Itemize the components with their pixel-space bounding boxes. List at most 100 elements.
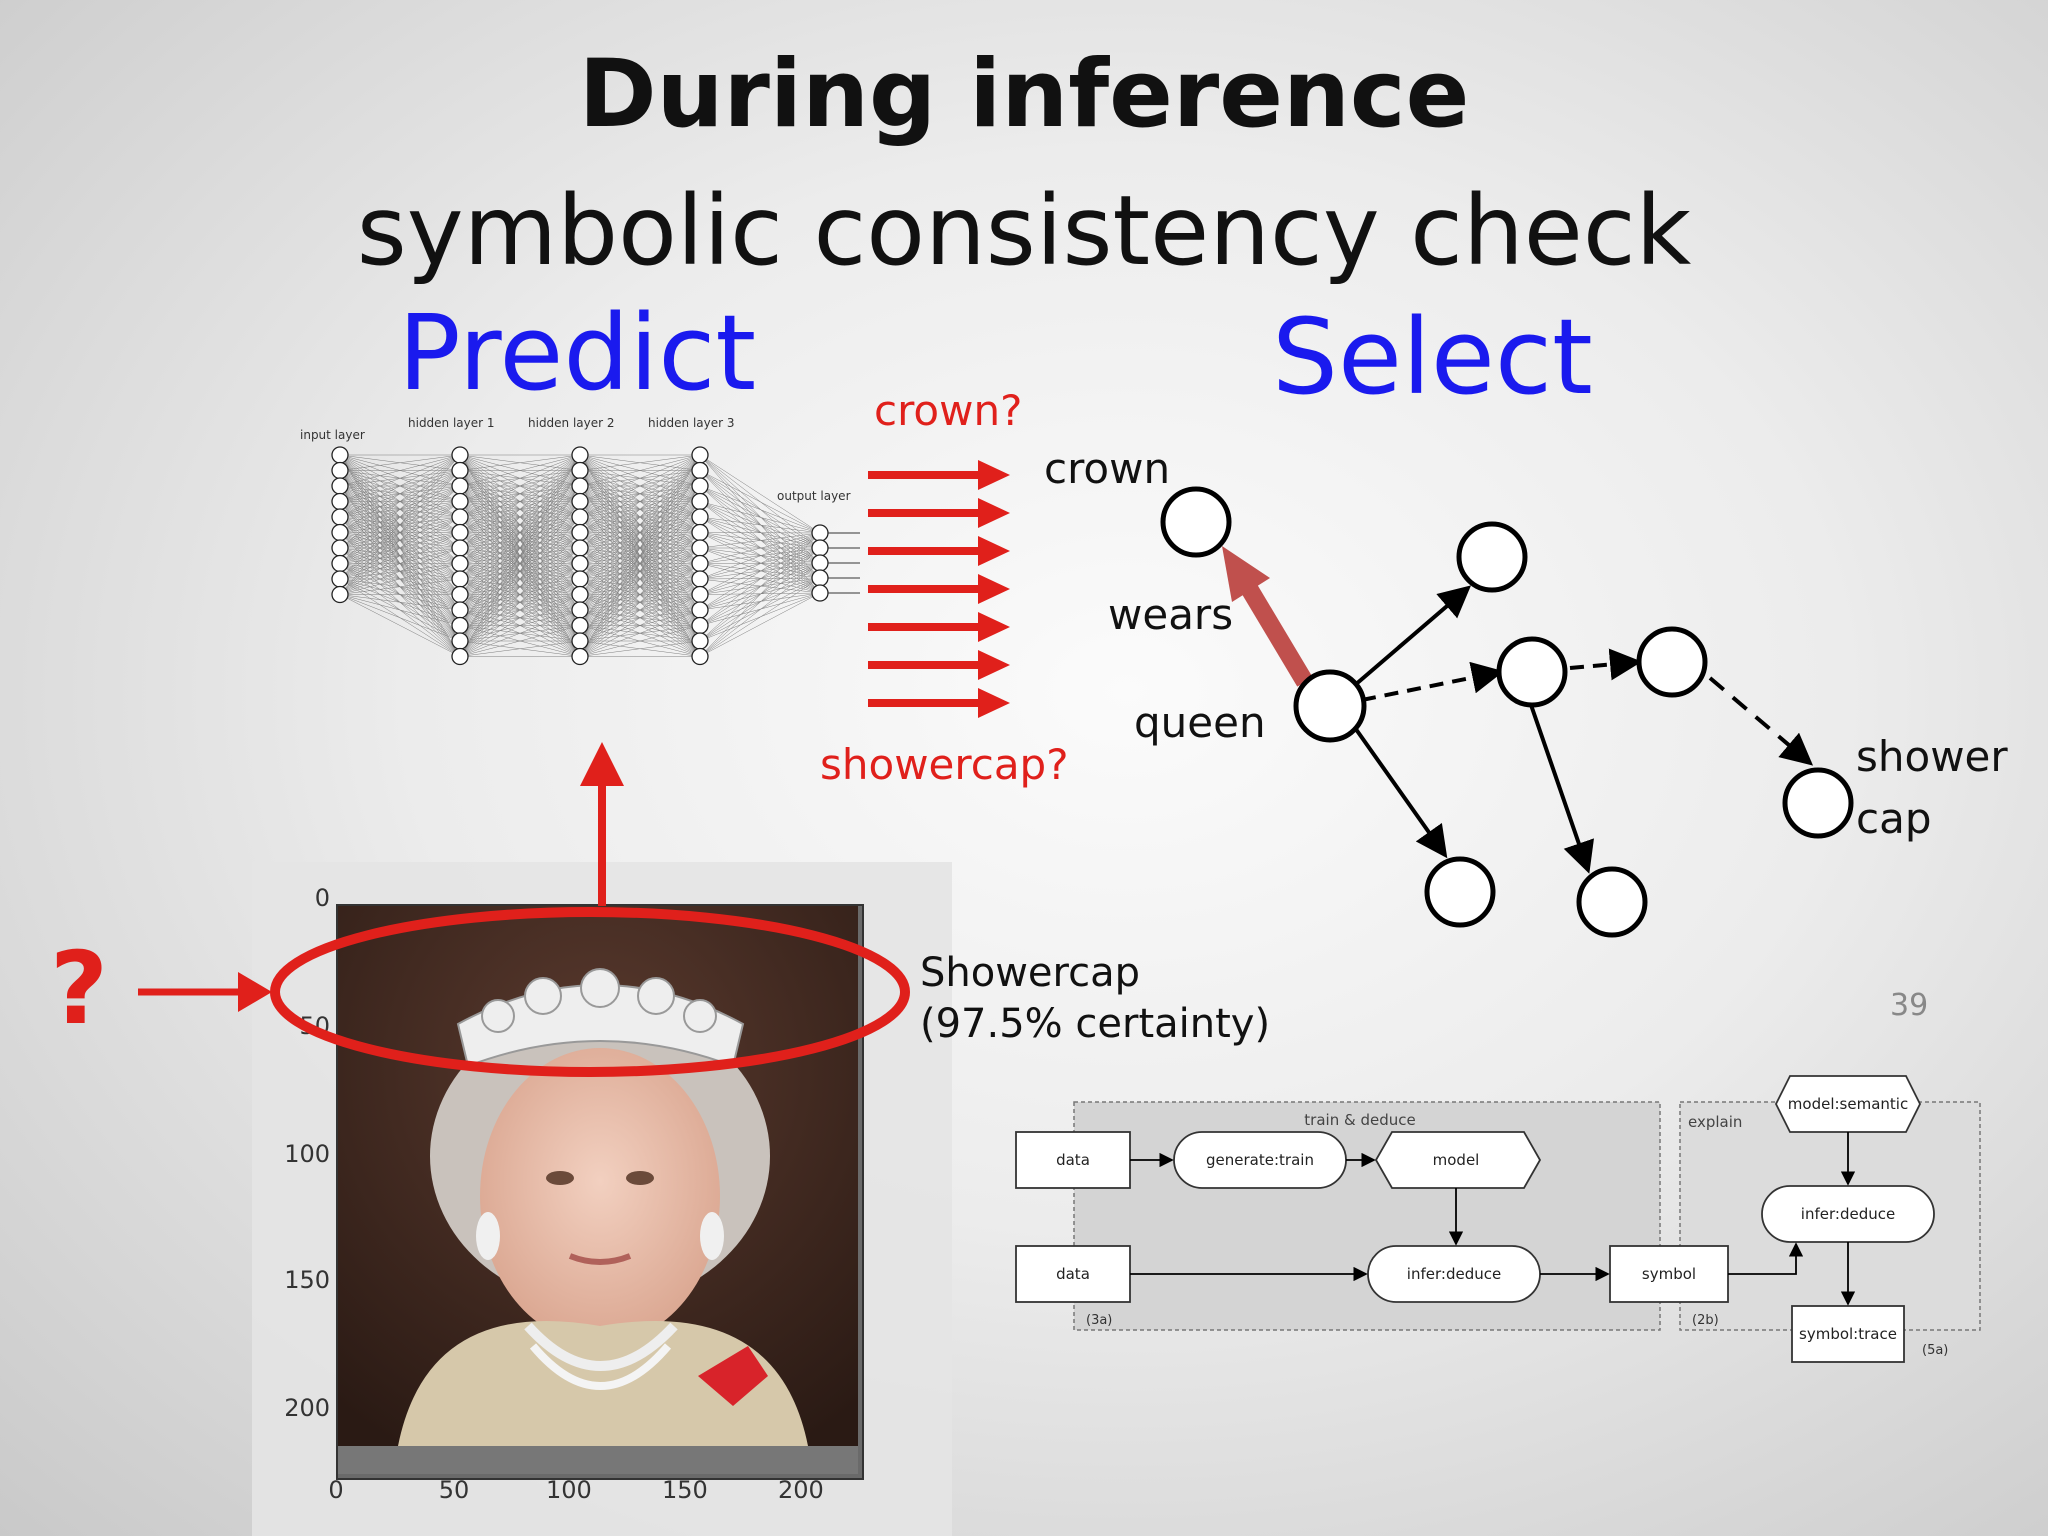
graph-edge — [1351, 723, 1448, 859]
y-tick: 150 — [284, 1266, 330, 1294]
nn-edge — [459, 532, 581, 657]
nn-edge — [459, 547, 581, 657]
nn-edge — [699, 485, 821, 534]
train-deduce-region — [1073, 1101, 1661, 1331]
nn-node — [571, 570, 589, 588]
flow-tag: (5a) — [1922, 1343, 1948, 1358]
nn-edge — [459, 454, 581, 580]
nn-node — [451, 554, 469, 573]
up-arrow-head-icon — [580, 742, 624, 786]
nn-edge — [699, 532, 821, 595]
train-deduce-label: train & deduce — [1304, 1111, 1415, 1129]
flow-text: infer:deduce — [1801, 1205, 1895, 1223]
nn-node — [451, 461, 469, 480]
nn-edge — [339, 485, 461, 595]
nn-edge — [459, 454, 581, 518]
nn-edge — [699, 532, 821, 564]
nn-edge — [459, 454, 581, 487]
nn-node — [451, 539, 469, 557]
symbol-box — [1609, 1245, 1729, 1303]
question-arrow-head-icon — [238, 972, 272, 1012]
nn-edge — [579, 454, 701, 611]
prediction-showercap: showercap? — [820, 740, 1069, 789]
nn-node — [571, 508, 589, 526]
question-mark: ? — [50, 930, 109, 1047]
x-tick: 50 — [438, 1476, 470, 1504]
nn-edge — [459, 563, 581, 657]
flow-text: data — [1056, 1265, 1090, 1283]
nn-node — [331, 477, 349, 495]
nn-node — [691, 461, 709, 480]
nn-node — [331, 570, 349, 588]
nn-node — [571, 585, 589, 604]
nn-node — [691, 477, 709, 495]
nn-edge — [459, 609, 581, 657]
nn-edge — [459, 454, 581, 471]
node-label-shower: shower — [1856, 732, 2008, 781]
nn-edge — [699, 532, 821, 549]
symbol-trace-box — [1791, 1305, 1905, 1363]
graph-edge — [1528, 701, 1594, 874]
slide-title: During inference — [578, 40, 1470, 149]
red-arrow-icon — [868, 650, 1010, 680]
nn-edge — [339, 563, 461, 595]
nn-edge — [699, 470, 821, 534]
nn-edge — [339, 454, 461, 518]
nn-edge — [339, 454, 461, 580]
nn-node — [331, 508, 349, 526]
nn-node — [451, 477, 469, 495]
nn-node — [331, 554, 349, 573]
nn-layer-label: hidden layer 2 — [528, 416, 615, 430]
nn-edge — [579, 547, 701, 657]
nn-node — [451, 446, 469, 464]
predict-label: Predict — [398, 292, 757, 414]
nn-edge — [579, 454, 701, 642]
data-box-bottom — [1015, 1245, 1131, 1303]
red-arrow-icon — [868, 536, 1010, 566]
nn-node — [571, 492, 589, 511]
tiara-highlight-ellipse — [270, 907, 910, 1077]
nn-edge — [459, 625, 581, 657]
nn-node — [691, 616, 709, 635]
red-arrow-icon — [868, 460, 1010, 490]
nn-edge — [699, 532, 821, 580]
nn-edge — [579, 454, 701, 549]
flow-text: symbol:trace — [1799, 1325, 1897, 1343]
node-label-cap: cap — [1856, 794, 1932, 843]
red-arrow-icon — [868, 574, 1010, 604]
nn-edge — [459, 485, 581, 657]
nn-edge — [699, 592, 821, 657]
flow-text: symbol — [1642, 1265, 1696, 1283]
nn-edge — [579, 470, 701, 657]
nn-node — [691, 539, 709, 557]
nn-edge — [339, 532, 461, 595]
nn-edge — [699, 547, 821, 657]
nn-edge — [579, 454, 701, 518]
nn-node — [811, 539, 829, 557]
nn-edge — [579, 454, 701, 471]
nn-edge — [459, 594, 581, 657]
nn-layer-label: hidden layer 1 — [408, 416, 495, 430]
queen-photo — [338, 906, 858, 1446]
nn-node — [571, 523, 589, 542]
nn-node — [691, 508, 709, 526]
graph-edge-dashed — [1361, 661, 1504, 702]
graph-edge — [1353, 585, 1472, 687]
nn-edge — [579, 454, 701, 657]
nn-node — [811, 584, 829, 602]
graph-node — [1576, 866, 1648, 938]
nn-node — [331, 492, 349, 511]
nn-edges — [339, 454, 821, 657]
nn-node — [571, 446, 589, 464]
nn-node — [451, 523, 469, 542]
graph-edge-dashed — [1569, 648, 1642, 681]
graph-node — [1424, 856, 1496, 928]
nn-edge — [699, 516, 821, 534]
data-box-top — [1015, 1131, 1131, 1189]
nn-node — [451, 601, 469, 619]
photo-bottom-band — [338, 1446, 858, 1474]
x-tick: 150 — [662, 1476, 708, 1504]
graph-node — [1456, 521, 1528, 593]
nn-edge — [579, 454, 701, 564]
x-tick: 100 — [546, 1476, 592, 1504]
